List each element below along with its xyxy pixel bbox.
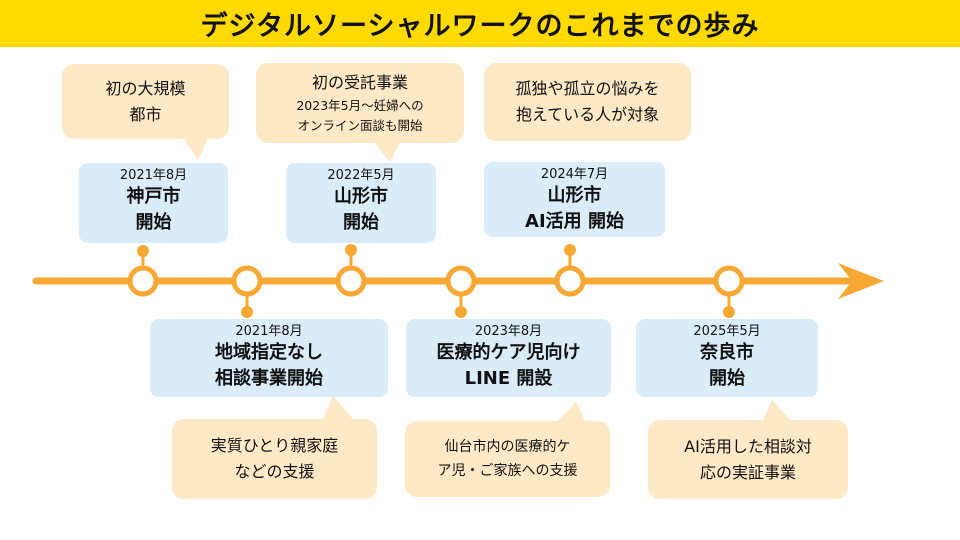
note-tail [373, 141, 401, 162]
connector-dot [345, 244, 357, 256]
page-title: デジタルソーシャルワークのこれまでの歩み [200, 11, 760, 42]
event-nara: 2025年5月 奈良市 開始 [636, 319, 818, 397]
connector-dot [241, 306, 253, 318]
note-medical-care: 仙台市内の医療的ケ ア児・ご家族への支援 [405, 421, 610, 497]
note-yamagata-ai: 孤独や孤立の悩みを 抱えている人が対象 [484, 63, 691, 141]
connector-dot [137, 245, 149, 257]
timeline-node [554, 265, 586, 297]
connector-dot [723, 306, 735, 318]
event-kobe: 2021年8月 神戸市 開始 [79, 163, 228, 243]
event-line: 2023年8月 医療的ケア児向け LINE 開設 [406, 319, 611, 397]
title-bar: デジタルソーシャルワークのこれまでの歩み [0, 0, 960, 47]
note-tail [323, 396, 353, 419]
note-yamagata: 初の受託事業 2023年5月～妊婦への オンライン面談も開始 [256, 63, 464, 143]
timeline-node [445, 265, 477, 297]
event-yamagata-ai: 2024年7月 山形市 AI活用 開始 [484, 162, 665, 237]
connector-dot [455, 306, 467, 318]
timeline-arrowhead [838, 263, 884, 299]
event-yamagata: 2022年5月 山形市 開始 [286, 163, 436, 243]
timeline-node [713, 265, 745, 297]
timeline-node [335, 265, 367, 297]
event-nationwide: 2021年8月 地域指定なし 相談事業開始 [150, 319, 388, 397]
note-tail [762, 400, 792, 422]
note-kobe: 初の大規模 都市 [62, 64, 229, 139]
timeline-node [231, 265, 263, 297]
timeline-node [127, 265, 159, 297]
note-tail [183, 137, 209, 160]
note-tail [556, 402, 586, 423]
note-single-parent: 実質ひとり親家庭 などの支援 [172, 419, 377, 499]
note-ai-trial: AI活用した相談対 応の実証事業 [648, 420, 848, 499]
connector-dot [564, 244, 576, 256]
